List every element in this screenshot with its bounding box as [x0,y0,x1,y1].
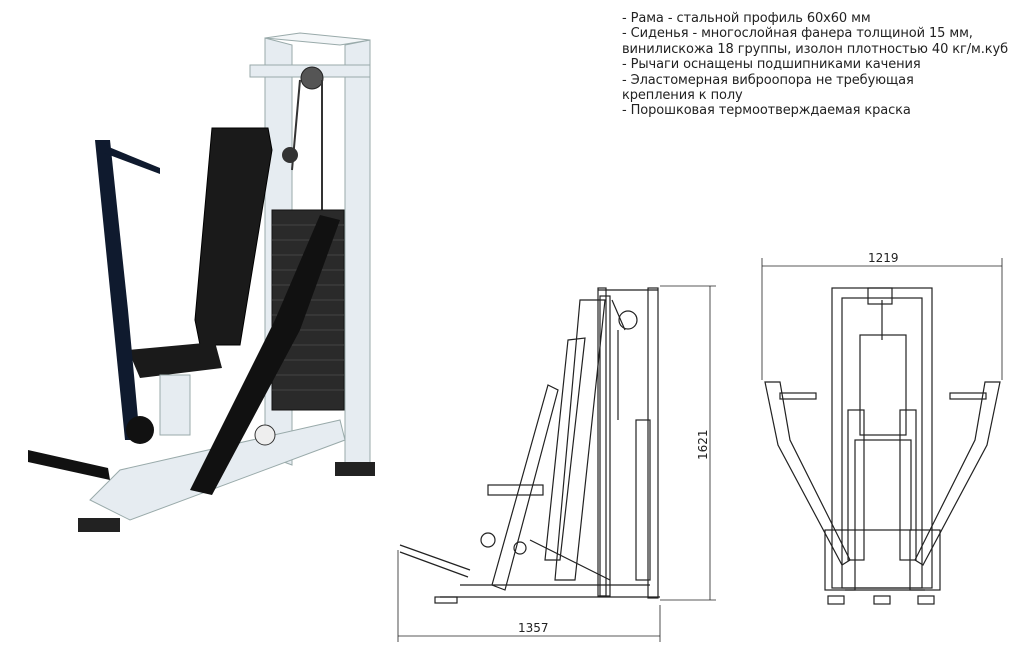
spec-line: - Эластомерная виброопора не требующая [622,72,914,88]
spec-line: винилискожа 18 группы, изолон плотностью… [622,41,1009,57]
spec-line: крепления к полу [622,88,743,104]
dimension-lines [397,258,1003,642]
front-view-drawing [764,287,1001,605]
spec-line: - Рычаги оснащены подшипниками качения [622,57,921,73]
dimension-length: 1357 [518,621,549,635]
dimension-height: 1621 [696,429,710,460]
side-view-drawing [399,287,660,604]
spec-line: - Сиденья - многослойная фанера толщиной… [622,26,973,42]
spec-line: - Рама - стальной профиль 60х60 мм [622,11,871,26]
specifications-list: - Рама - стальной профиль 60х60 мм - Сид… [622,11,1008,119]
dimension-width: 1219 [868,251,899,265]
spec-line: - Порошковая термоотверждаемая краска [622,103,911,119]
machine-render [28,32,375,532]
